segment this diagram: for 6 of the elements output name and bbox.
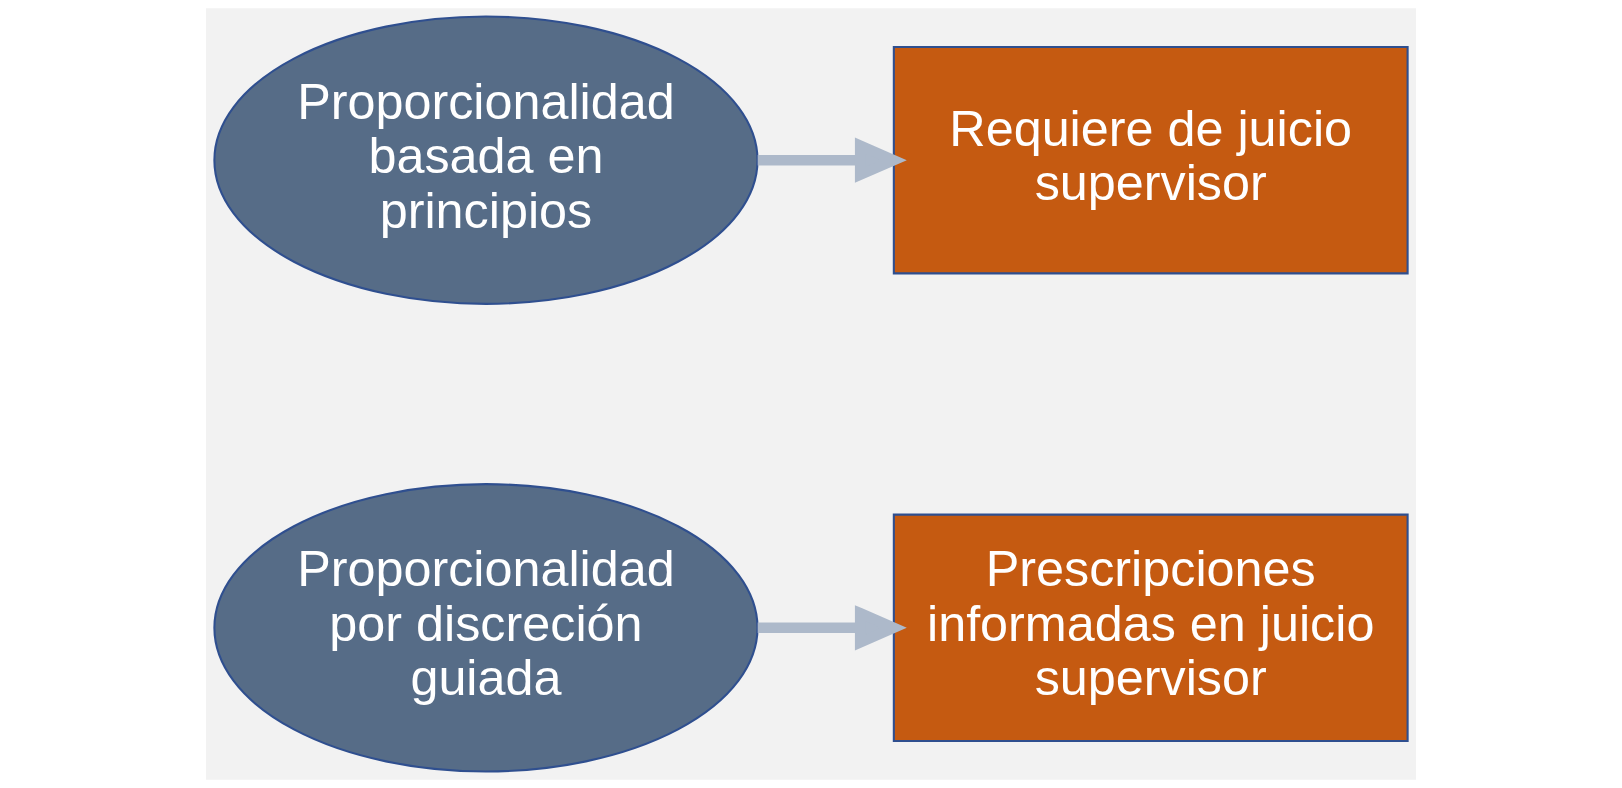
node-box: Prescripciones informadas en juicio supervisor xyxy=(892,513,1409,743)
arrow xyxy=(757,605,907,651)
node-ellipse: Proporcionalidad por discreción guiada xyxy=(213,483,759,773)
node-ellipse: Proporcionalidad basada en principios xyxy=(213,15,759,305)
arrow xyxy=(757,137,907,183)
node-box: Requiere de juicio supervisor xyxy=(892,45,1409,275)
